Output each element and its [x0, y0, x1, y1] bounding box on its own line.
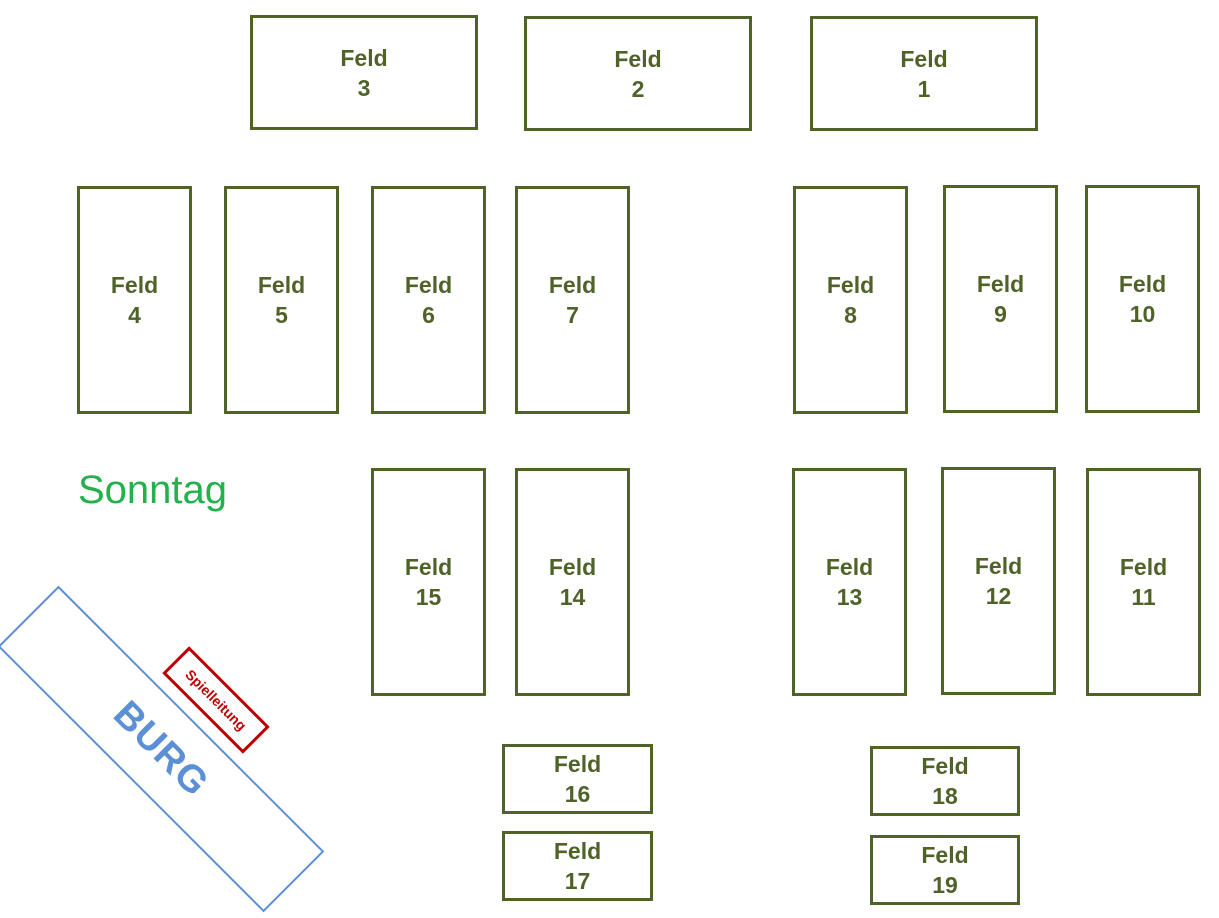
field-number: 12	[985, 583, 1012, 609]
field-number: 1	[917, 75, 931, 102]
field-number: 19	[932, 872, 958, 898]
field-number: 8	[844, 302, 857, 328]
field-label: Feld	[976, 271, 1025, 297]
field-13: Feld 13	[792, 468, 907, 696]
field-number: 9	[994, 301, 1007, 327]
field-label: Feld	[404, 272, 453, 298]
field-15: Feld 15	[371, 468, 486, 696]
field-label: Feld	[826, 272, 875, 298]
field-number: 16	[564, 781, 591, 807]
field-7: Feld 7	[515, 186, 630, 414]
field-17: Feld 17	[502, 831, 653, 901]
field-label: Feld	[553, 751, 602, 777]
field-9: Feld 9	[943, 185, 1058, 413]
field-16: Feld 16	[502, 744, 653, 814]
field-11: Feld 11	[1086, 468, 1201, 696]
field-number: 3	[357, 74, 371, 101]
field-label: Feld	[974, 553, 1023, 579]
field-number: 15	[415, 584, 442, 610]
field-label: Feld	[825, 554, 874, 580]
field-number: 6	[422, 302, 435, 328]
field-number: 11	[1131, 584, 1156, 610]
day-label: Sonntag	[78, 468, 228, 512]
field-label: Feld	[548, 272, 597, 298]
field-1: Feld 1	[810, 16, 1038, 131]
field-19: Feld 19	[870, 835, 1020, 905]
field-label: Feld	[921, 753, 969, 779]
field-label: Feld	[340, 44, 388, 71]
field-number: 14	[559, 584, 586, 610]
field-label: Feld	[548, 554, 597, 580]
field-label: Feld	[1118, 271, 1167, 297]
field-label: Feld	[900, 45, 948, 72]
field-number: 10	[1129, 301, 1156, 327]
field-18: Feld 18	[870, 746, 1020, 816]
field-number: 7	[566, 302, 579, 328]
field-label: Feld	[921, 842, 969, 868]
field-2: Feld 2	[524, 16, 752, 131]
field-label: Feld	[404, 554, 453, 580]
field-label: Feld	[553, 838, 602, 864]
castle-area: BURG	[0, 585, 325, 913]
field-label: Feld	[1119, 554, 1168, 580]
field-number: 5	[275, 302, 288, 328]
field-3: Feld 3	[250, 15, 478, 130]
field-12: Feld 12	[941, 467, 1056, 695]
field-number: 18	[932, 783, 958, 809]
field-4: Feld 4	[77, 186, 192, 414]
field-label: Feld	[257, 272, 306, 298]
field-number: 17	[564, 868, 591, 894]
field-6: Feld 6	[371, 186, 486, 414]
field-number: 2	[631, 75, 645, 102]
field-5: Feld 5	[224, 186, 339, 414]
field-number: 4	[128, 302, 141, 328]
field-label: Feld	[614, 45, 662, 72]
field-8: Feld 8	[793, 186, 908, 414]
field-14: Feld 14	[515, 468, 630, 696]
field-number: 13	[836, 584, 863, 610]
field-10: Feld 10	[1085, 185, 1200, 413]
field-label: Feld	[110, 272, 159, 298]
